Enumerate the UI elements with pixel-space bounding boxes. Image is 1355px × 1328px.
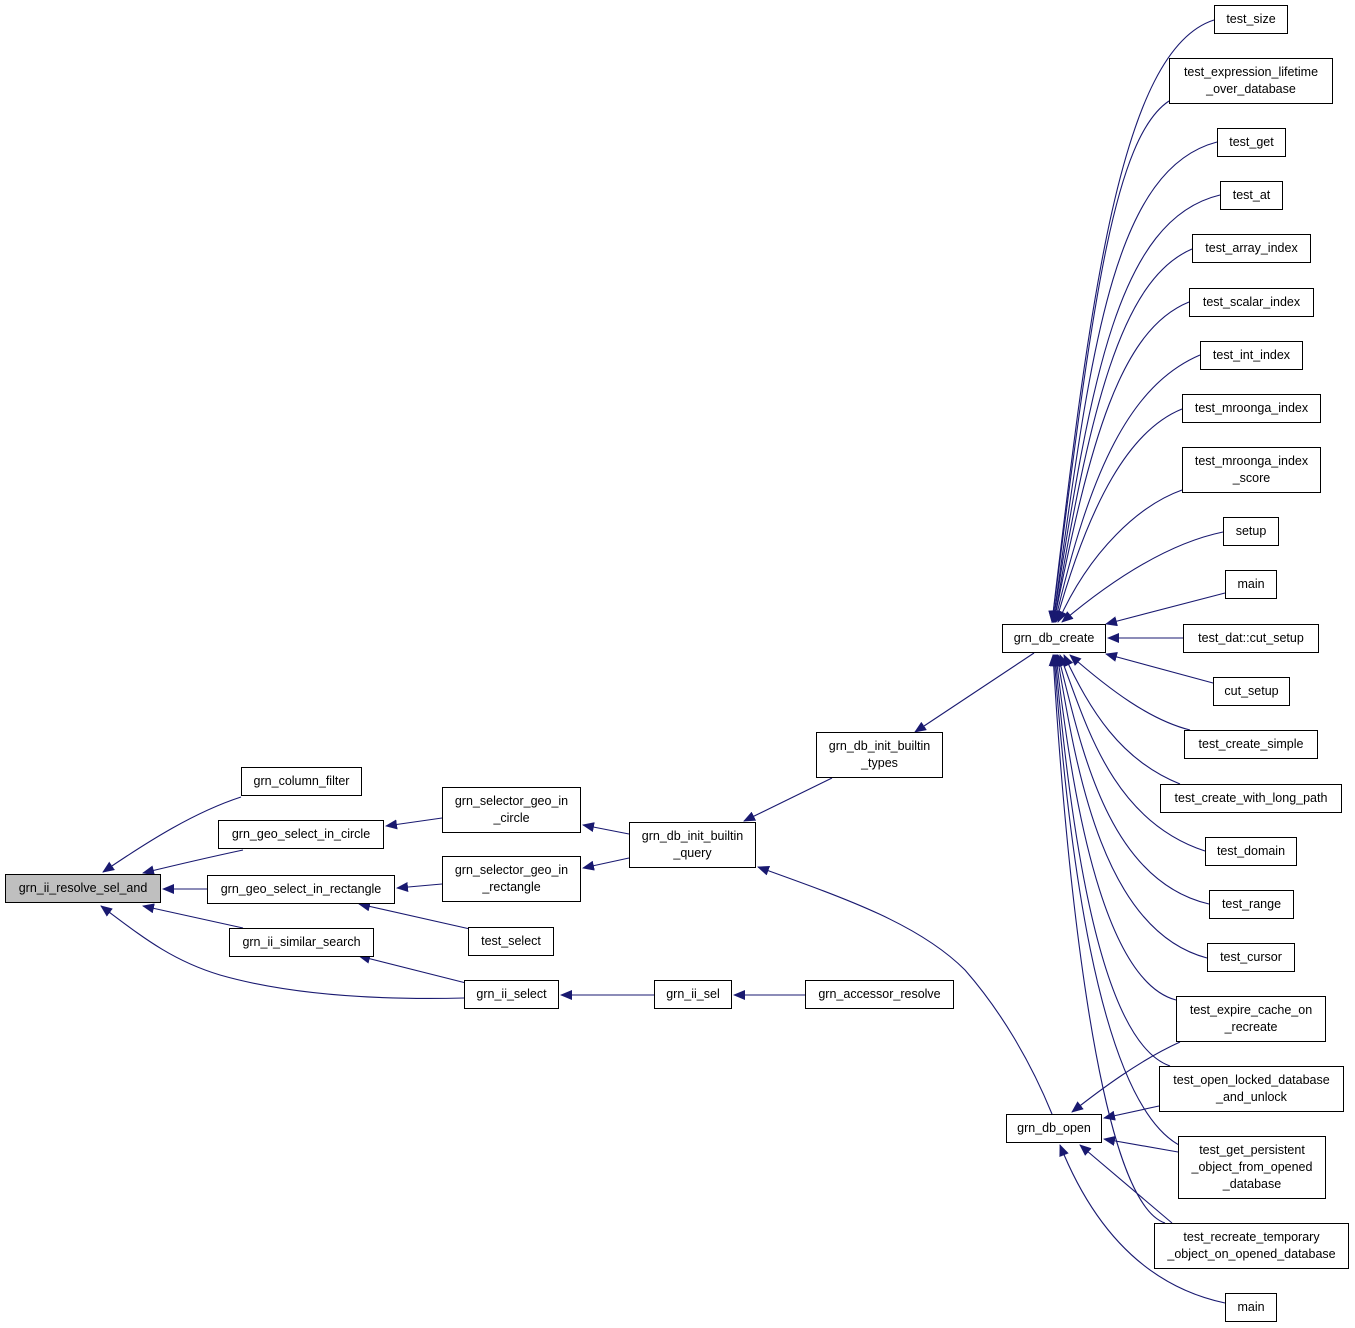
edge-test-int	[1052, 354, 1201, 623]
edge-open-expire	[1071, 1041, 1181, 1113]
node-setup[interactable]: setup	[1223, 517, 1279, 546]
node-grn-ii-similar-search[interactable]: grn_ii_similar_search	[229, 928, 374, 957]
node-test-get-persistent-object[interactable]: test_get_persistent _object_from_opened …	[1178, 1136, 1326, 1199]
node-test-create-with-long-path[interactable]: test_create_with_long_path	[1160, 784, 1342, 813]
node-test-mroonga-index[interactable]: test_mroonga_index	[1182, 394, 1321, 423]
edge-similar-root	[142, 903, 244, 929]
edge-test-cursor	[1053, 654, 1208, 959]
edge-test-mroonga	[1054, 408, 1183, 623]
node-grn-ii-resolve-sel-and: grn_ii_resolve_sel_and	[5, 874, 161, 903]
edge-test-domain	[1059, 654, 1206, 852]
node-test-size[interactable]: test_size	[1214, 5, 1288, 34]
node-test-expression-lifetime[interactable]: test_expression_lifetime _over_database	[1169, 58, 1333, 104]
node-grn-column-filter[interactable]: grn_column_filter	[241, 767, 362, 796]
edge-create-simple	[1069, 654, 1191, 731]
edge-test-select-geo-rect	[358, 901, 471, 930]
edge-test-array	[1050, 248, 1193, 623]
node-test-open-locked-database[interactable]: test_open_locked_database _and_unlock	[1159, 1066, 1344, 1112]
edge-test-expr	[1048, 100, 1170, 623]
node-grn-selector-geo-in-circle[interactable]: grn_selector_geo_in _circle	[442, 787, 581, 833]
edge-sel-rect-geo-rect	[396, 882, 443, 893]
edge-test-scalar	[1051, 301, 1190, 623]
node-test-mroonga-index-score[interactable]: test_mroonga_index _score	[1182, 447, 1321, 493]
node-test-range[interactable]: test_range	[1209, 890, 1294, 919]
edge-ii-select-root	[100, 905, 465, 999]
edge-db-create-init-types	[914, 652, 1035, 733]
edge-open-main	[1059, 1144, 1226, 1304]
node-test-select[interactable]: test_select	[468, 927, 554, 956]
node-main-2[interactable]: main	[1225, 1293, 1277, 1322]
edge-init-query-sel-rect	[582, 857, 630, 871]
node-grn-db-init-builtin-query[interactable]: grn_db_init_builtin _query	[629, 822, 756, 868]
edge-init-query-sel-circle	[582, 822, 630, 835]
edge-open-locked	[1103, 1105, 1160, 1121]
edge-cut-setup	[1105, 652, 1214, 684]
node-grn-db-open[interactable]: grn_db_open	[1006, 1114, 1102, 1143]
edge-open-persistent	[1103, 1135, 1179, 1153]
node-test-at[interactable]: test_at	[1220, 181, 1283, 210]
node-test-create-simple[interactable]: test_create_simple	[1184, 730, 1318, 759]
node-cut-setup[interactable]: cut_setup	[1213, 677, 1290, 706]
edge-test-size	[1048, 19, 1215, 623]
edge-column-filter-root	[102, 796, 242, 873]
edge-db-open-init-query	[757, 866, 1053, 1115]
edge-test-open-locked	[1051, 654, 1171, 1067]
edge-sel-circle-geo-circle	[385, 817, 443, 830]
node-test-array-index[interactable]: test_array_index	[1192, 234, 1311, 263]
node-test-recreate-temporary-object[interactable]: test_recreate_temporary _object_on_opene…	[1154, 1223, 1349, 1269]
edge-ii-select-similar	[358, 953, 467, 984]
edge-test-mroonga-score	[1057, 489, 1183, 623]
edge-test-at	[1049, 194, 1221, 623]
node-test-cursor[interactable]: test_cursor	[1207, 943, 1295, 972]
edge-test-persistent	[1049, 654, 1186, 1149]
edge-test-get	[1049, 141, 1218, 623]
node-grn-ii-select[interactable]: grn_ii_select	[464, 980, 559, 1009]
edge-test-expire	[1052, 654, 1177, 1001]
node-grn-geo-select-in-rectangle[interactable]: grn_geo_select_in_rectangle	[207, 875, 395, 904]
edge-test-range	[1055, 654, 1210, 905]
edge-create-long	[1063, 654, 1181, 785]
node-test-int-index[interactable]: test_int_index	[1200, 341, 1303, 370]
edge-geo-circle-root	[142, 849, 244, 876]
node-grn-db-create[interactable]: grn_db_create	[1002, 624, 1106, 653]
node-test-domain[interactable]: test_domain	[1205, 837, 1297, 866]
node-test-get[interactable]: test_get	[1217, 128, 1286, 157]
edge-init-types-init-query	[743, 777, 833, 822]
node-grn-ii-sel[interactable]: grn_ii_sel	[654, 980, 732, 1009]
node-test-expire-cache-on-recreate[interactable]: test_expire_cache_on _recreate	[1176, 996, 1326, 1042]
node-test-scalar-index[interactable]: test_scalar_index	[1189, 288, 1314, 317]
edge-open-recreate	[1079, 1144, 1173, 1224]
node-grn-geo-select-in-circle[interactable]: grn_geo_select_in_circle	[218, 820, 384, 849]
node-grn-accessor-resolve[interactable]: grn_accessor_resolve	[805, 980, 954, 1009]
edge-main-1	[1105, 592, 1226, 627]
edge-setup	[1061, 531, 1224, 623]
node-test-dat-cut-setup[interactable]: test_dat::cut_setup	[1183, 624, 1319, 653]
node-grn-selector-geo-in-rectangle[interactable]: grn_selector_geo_in _rectangle	[442, 856, 581, 902]
node-grn-db-init-builtin-types[interactable]: grn_db_init_builtin _types	[816, 732, 943, 778]
node-main-1[interactable]: main	[1225, 570, 1277, 599]
